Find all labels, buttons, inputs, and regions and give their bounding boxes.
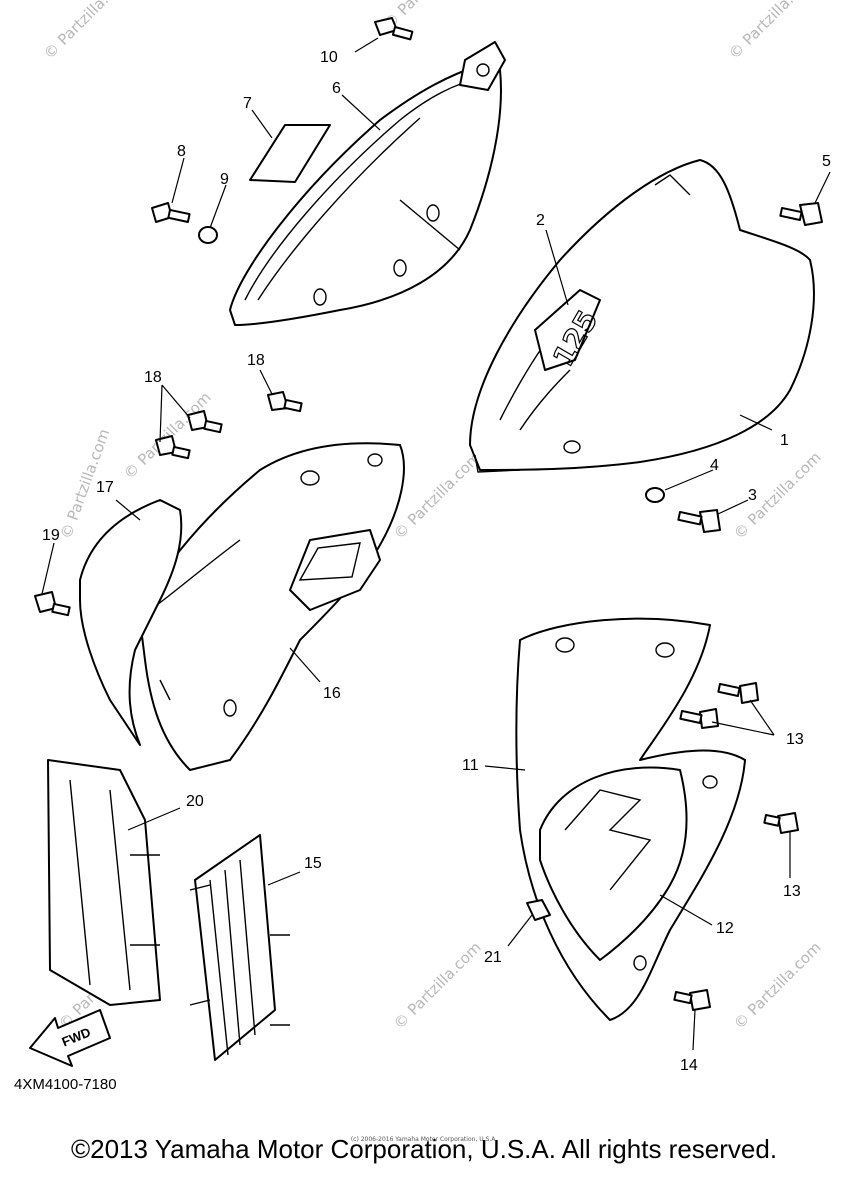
callout-5: 5 bbox=[822, 153, 831, 170]
callout-10: 10 bbox=[320, 49, 338, 66]
emblem-part-7 bbox=[249, 124, 331, 183]
watermark: © Partzilla.com bbox=[725, 0, 820, 63]
graphic-pattern bbox=[564, 789, 652, 891]
side-cover-part-1 bbox=[469, 159, 815, 473]
watermark: © Partzilla.com bbox=[730, 938, 825, 1033]
callout-3: 3 bbox=[748, 487, 757, 504]
callout-14: 14 bbox=[680, 1057, 698, 1074]
radiator-grille-part-15 bbox=[189, 834, 290, 1061]
callout-13: 13 bbox=[783, 883, 801, 900]
bolts bbox=[34, 17, 823, 1011]
small-notice: (c) 2006-2016 Yamaha Motor Corporation, … bbox=[350, 1136, 498, 1143]
callout-19: 19 bbox=[42, 527, 60, 544]
callout-1: 1 bbox=[780, 432, 789, 449]
graphic-part-17 bbox=[79, 499, 183, 746]
fwd-arrow-icon: FWD bbox=[29, 1009, 111, 1067]
copyright-notice: ©2013 Yamaha Motor Corporation, U.S.A. A… bbox=[70, 1134, 778, 1164]
leader-lines bbox=[41, 37, 831, 1051]
watermark: © Partzilla.com bbox=[40, 0, 135, 63]
callout-9: 9 bbox=[220, 171, 229, 188]
callout-8: 8 bbox=[177, 143, 186, 160]
side-cover-part-6 bbox=[229, 41, 506, 326]
callout-13: 13 bbox=[786, 731, 804, 748]
callout-15: 15 bbox=[304, 855, 322, 872]
callout-7: 7 bbox=[243, 95, 252, 112]
callout-20: 20 bbox=[186, 793, 204, 810]
shroud-part-16 bbox=[139, 442, 405, 771]
callout-12: 12 bbox=[716, 920, 734, 937]
watermark: © Partzilla.com bbox=[120, 388, 215, 483]
callout-11: 11 bbox=[462, 757, 479, 774]
radiator-guard-part-20 bbox=[47, 759, 161, 1006]
callout-16: 16 bbox=[323, 685, 341, 702]
callout-numbers: 1 2 3 4 5 6 7 8 9 10 11 12 13 13 14 15 1… bbox=[42, 49, 831, 1074]
callout-21: 21 bbox=[484, 949, 502, 966]
diagram-code: 4XM4100-7180 bbox=[14, 1076, 117, 1093]
callout-6: 6 bbox=[332, 80, 341, 97]
watermark: © Partzilla.com bbox=[390, 938, 485, 1033]
callout-18: 18 bbox=[144, 369, 162, 386]
callout-4: 4 bbox=[710, 457, 719, 474]
watermark: © Partzilla.com bbox=[730, 448, 825, 543]
callout-17: 17 bbox=[96, 479, 114, 496]
callout-2: 2 bbox=[536, 212, 545, 229]
callout-18: 18 bbox=[247, 352, 265, 369]
